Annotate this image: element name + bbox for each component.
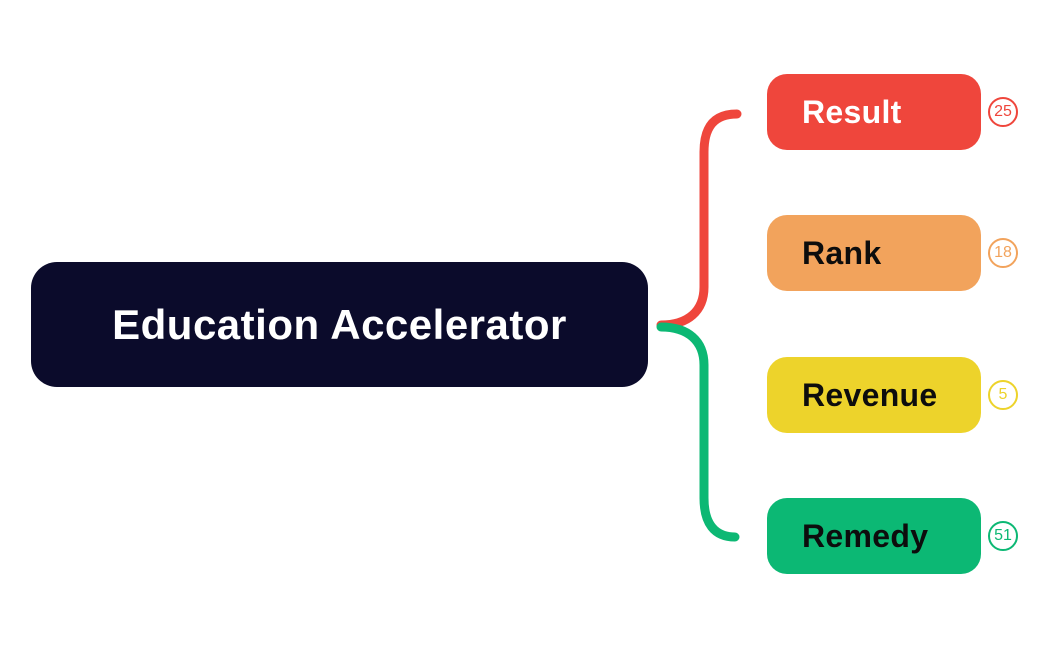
count-badge-value: 18: [994, 244, 1012, 261]
branch-node-label: Revenue: [802, 376, 938, 413]
count-badge-value: 51: [994, 527, 1012, 544]
branch-node-remedy[interactable]: Remedy: [767, 498, 981, 574]
count-badge-rank[interactable]: 18: [988, 238, 1018, 268]
branch-node-rank[interactable]: Rank: [767, 215, 981, 291]
count-badge-value: 25: [994, 103, 1012, 120]
branch-node-label: Rank: [802, 234, 882, 271]
branch-node-label: Remedy: [802, 517, 929, 554]
count-badge-revenue[interactable]: 5: [988, 380, 1018, 410]
connector-result-curve: [656, 109, 742, 330]
count-badge-result[interactable]: 25: [988, 97, 1018, 127]
root-node-label: Education Accelerator: [112, 300, 567, 348]
count-badge-remedy[interactable]: 51: [988, 521, 1018, 551]
branch-node-revenue[interactable]: Revenue: [767, 357, 981, 433]
root-node-education-accelerator[interactable]: Education Accelerator: [31, 262, 648, 387]
branch-node-result[interactable]: Result: [767, 74, 981, 150]
count-badge-value: 5: [998, 386, 1008, 403]
connector-remedy-curve: [656, 322, 740, 542]
branch-node-label: Result: [802, 93, 902, 130]
